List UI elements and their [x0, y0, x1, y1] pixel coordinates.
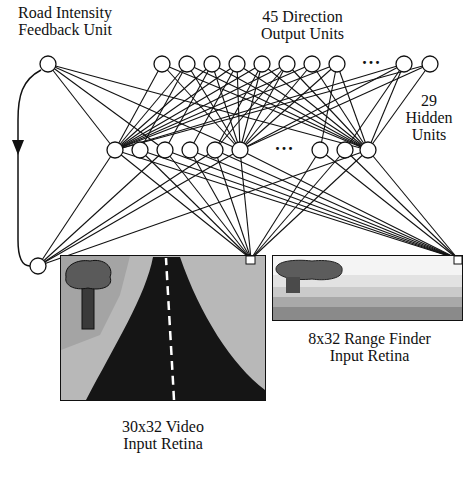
- shadow-area: [61, 256, 130, 350]
- weight-line: [115, 64, 430, 150]
- weight-line: [140, 150, 458, 259]
- weight-line: [190, 150, 251, 259]
- node-caption: 8x32 Range Finder Input Retina: [297, 330, 442, 364]
- output-unit: [204, 56, 220, 72]
- corner-pixel: [454, 256, 462, 264]
- output-unit: [279, 56, 295, 72]
- output-unit: [229, 56, 245, 72]
- hidden-unit: [312, 142, 328, 158]
- range-band: [272, 287, 463, 297]
- weight-line: [320, 150, 458, 259]
- range-band: [272, 307, 463, 321]
- hidden-unit: [157, 142, 173, 158]
- input-retina: 30x32 Video Input Retina: [60, 255, 266, 465]
- weight-line: [240, 64, 430, 150]
- weight-line: [48, 64, 115, 150]
- weight-line: [190, 150, 458, 259]
- tree-trunk: [82, 285, 94, 329]
- range-band: [272, 297, 463, 307]
- weight-line: [337, 64, 368, 150]
- hidden-unit: [132, 142, 148, 158]
- hidden-unit: [107, 142, 123, 158]
- weight-line: [115, 150, 458, 259]
- feedback-input-unit: [30, 258, 46, 274]
- weight-line: [48, 64, 368, 150]
- corner-pixel: [246, 256, 255, 264]
- hidden-unit: [360, 142, 376, 158]
- weight-line: [38, 150, 165, 266]
- weight-line: [165, 150, 458, 259]
- node-caption: 30x32 Video Input Retina: [108, 418, 218, 452]
- weight-line: [115, 64, 237, 150]
- hidden-unit: [182, 142, 198, 158]
- ellipsis: ...: [258, 136, 312, 153]
- weight-line: [38, 150, 215, 266]
- lane-marking: [166, 258, 174, 400]
- retina-frame: [61, 256, 266, 401]
- unit-circle: [40, 56, 56, 72]
- weight-line: [48, 64, 240, 150]
- weight-line: [215, 150, 458, 259]
- video-retina-image: [60, 255, 266, 401]
- arrow-head: [12, 140, 24, 155]
- weight-line: [251, 150, 368, 259]
- weight-line: [345, 64, 404, 150]
- weight-line: [140, 150, 251, 259]
- weight-line: [38, 150, 368, 266]
- weight-line: [251, 150, 345, 259]
- output-unit: [154, 56, 170, 72]
- layer-label: 29 Hidden Units: [398, 92, 460, 143]
- retina-frame: [273, 256, 463, 321]
- hidden-unit: [232, 142, 248, 158]
- weight-line: [287, 64, 368, 150]
- weight-line: [38, 150, 115, 266]
- input-retina: 8x32 Range Finder Input Retina: [272, 255, 463, 370]
- tree-canopy: [66, 260, 111, 289]
- feedback-arrow: [18, 70, 41, 266]
- output-unit: [396, 56, 412, 72]
- ellipsis: ...: [348, 50, 396, 67]
- weight-line: [115, 64, 162, 150]
- output-unit: [254, 56, 270, 72]
- tree-blob: [276, 260, 342, 279]
- weight-line: [240, 150, 251, 259]
- feedback-unit: Road Intensity Feedback Unit: [0, 2, 130, 74]
- weight-line: [38, 150, 240, 266]
- output-unit: [304, 56, 320, 72]
- road-shape: [86, 257, 265, 400]
- output-unit: [422, 56, 438, 72]
- weight-line: [115, 64, 262, 150]
- weight-line: [115, 64, 404, 150]
- hidden-unit: [337, 142, 353, 158]
- weight-line: [345, 150, 458, 259]
- node-caption: Road Intensity Feedback Unit: [0, 4, 130, 38]
- weight-line: [215, 150, 251, 259]
- output-unit: [329, 56, 345, 72]
- output-unit: [179, 56, 195, 72]
- weight-line: [240, 150, 458, 259]
- tree-trunk: [286, 277, 300, 293]
- weight-line: [48, 64, 165, 150]
- layer-label: 45 Direction Output Units: [245, 8, 360, 42]
- hidden-unit: [207, 142, 223, 158]
- weight-line: [368, 150, 458, 259]
- range-retina-image: [272, 255, 463, 321]
